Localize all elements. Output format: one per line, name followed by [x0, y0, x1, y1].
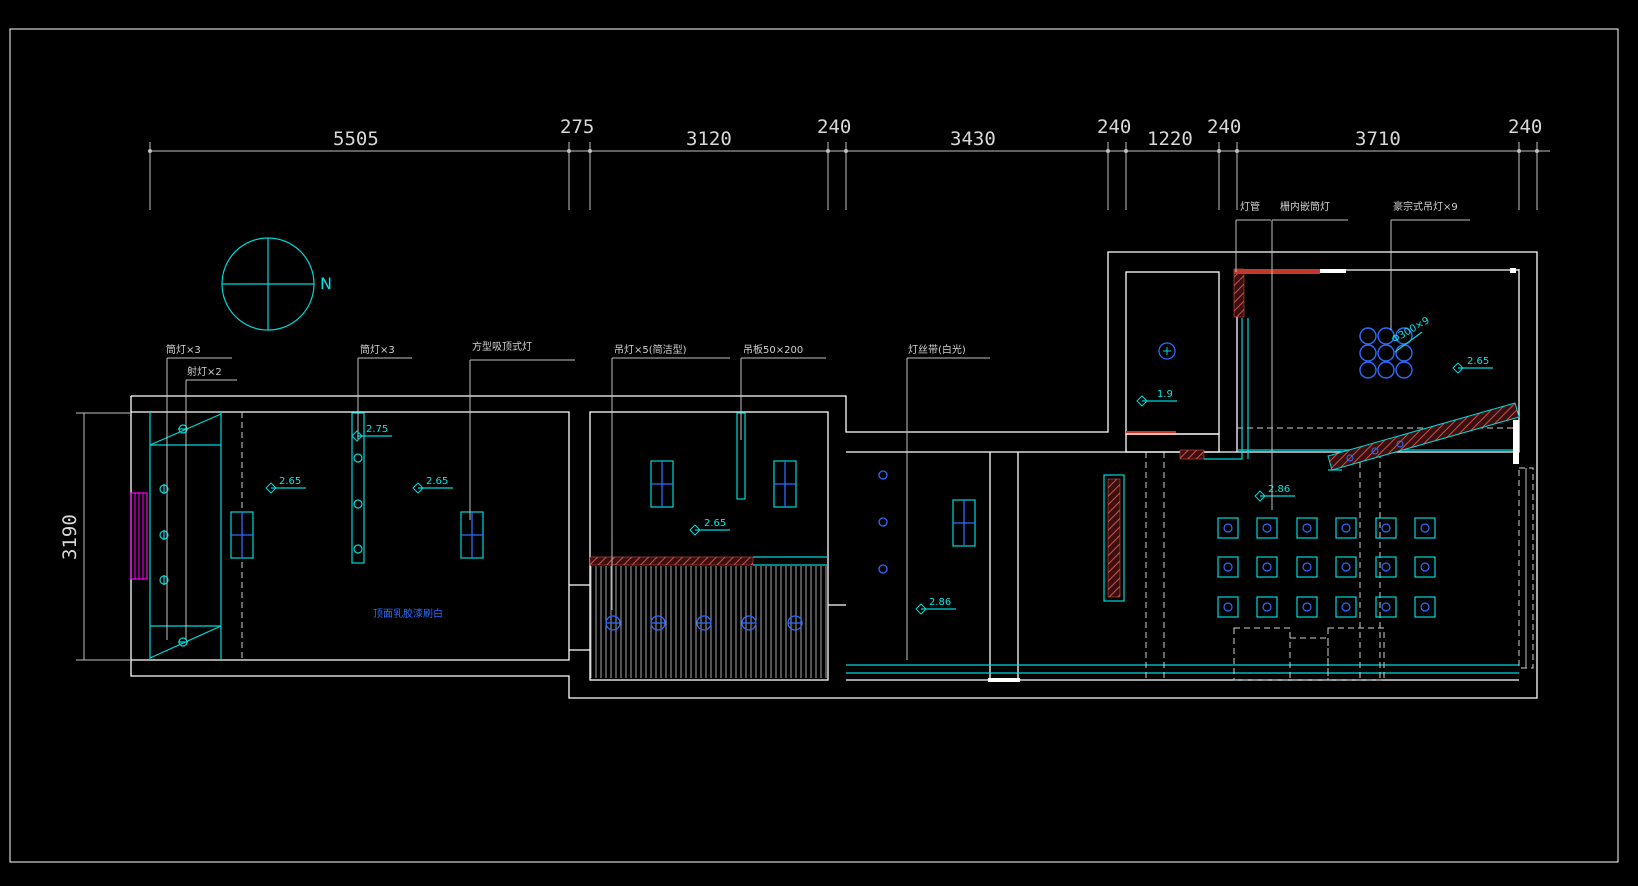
- level-2: 2.75: [366, 424, 388, 435]
- north-arrow-icon: N: [221, 237, 332, 331]
- label-lamp-tube: 灯管: [1240, 200, 1260, 213]
- leaders-room-middle: 吊灯×5(简洁型) 吊板50×200: [611, 343, 826, 610]
- level-markers-left: 2.65 2.75 2.65: [265, 424, 453, 494]
- dim-240-b: 240: [1097, 116, 1131, 138]
- room-left-ceiling: 顶面乳胶漆刷白: [149, 412, 484, 660]
- dimension-chain: 5505 275 3120 240 3430 240 1220 240 3710…: [148, 116, 1550, 210]
- dim-1220: 1220: [1147, 128, 1193, 150]
- leaders-room-left: 筒灯×3 射灯×2 筒灯×3 方型吸顶式灯: [166, 340, 575, 640]
- dim-3120: 3120: [686, 128, 732, 150]
- dim-240-a: 240: [817, 116, 851, 138]
- room-upper-right: Φ300×9 2.65: [1179, 268, 1520, 471]
- room-middle-ceiling: 2.65: [589, 412, 828, 678]
- label-pendant-plate: 吊板50×200: [743, 343, 803, 356]
- grille-downlight-grid: [1217, 517, 1436, 618]
- level-6: 1.9: [1157, 389, 1173, 400]
- leaders-room-right: 灯丝带(白光) 灯管 栅内嵌筒灯 豪宗式吊灯×9: [906, 200, 1470, 660]
- label-downlight-3a: 筒灯×3: [166, 343, 201, 356]
- level-5: 2.86: [929, 597, 951, 608]
- window-left: [130, 492, 148, 580]
- level-8: 2.65: [1467, 356, 1489, 367]
- dim-275: 275: [560, 116, 594, 138]
- drawing-frame: [9, 28, 1619, 863]
- level-3: 2.65: [426, 476, 448, 487]
- label-downlight-3b: 筒灯×3: [360, 343, 395, 356]
- label-light-strip: 灯丝带(白光): [908, 343, 966, 356]
- north-label: N: [320, 274, 332, 293]
- outer-walls: [130, 251, 1538, 699]
- dim-240-c: 240: [1207, 116, 1241, 138]
- room-right-ceiling: 2.86: [846, 427, 1534, 681]
- dim-3710: 3710: [1355, 128, 1401, 150]
- dim-5505: 5505: [333, 128, 379, 150]
- label-square-ceiling-lamp: 方型吸顶式灯: [472, 340, 532, 353]
- side-dimension: 3190: [59, 412, 130, 661]
- label-chandelier-9: 豪宗式吊灯×9: [1393, 200, 1458, 213]
- label-spotlight-2: 射灯×2: [187, 366, 222, 378]
- dim-3190: 3190: [59, 514, 81, 560]
- dim-240-d: 240: [1508, 116, 1542, 138]
- label-pendant-5: 吊灯×5(简洁型): [614, 343, 687, 356]
- level-1: 2.65: [279, 476, 301, 487]
- ceiling-note: 顶面乳胶漆刷白: [373, 607, 443, 620]
- level-4: 2.65: [704, 518, 726, 529]
- dim-3430: 3430: [950, 128, 996, 150]
- closet-area: 1.9: [1125, 342, 1220, 453]
- label-grille-downlight: 栅内嵌筒灯: [1280, 200, 1330, 213]
- level-7: 2.86: [1268, 484, 1290, 495]
